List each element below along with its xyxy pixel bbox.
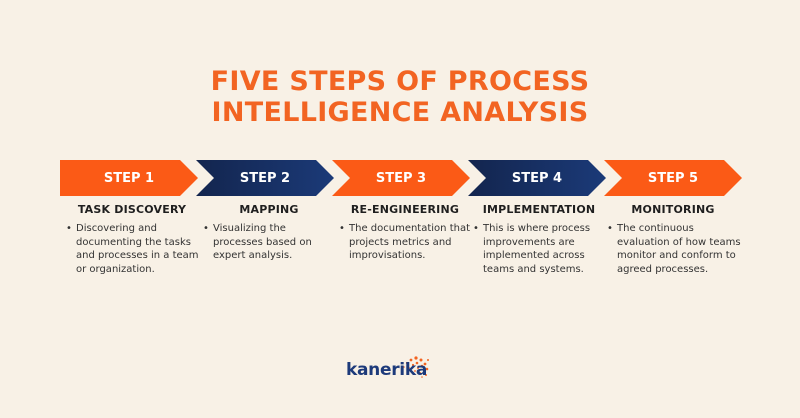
step-5-description: The continuous evaluation of how teams m… (605, 222, 741, 276)
step-5-details: MONITORING The continuous evaluation of … (605, 203, 741, 276)
step-2-description: Visualizing the processes based on exper… (201, 222, 337, 263)
step-3-label: STEP 3 (375, 170, 427, 186)
step-4-heading: IMPLEMENTATION (482, 203, 596, 216)
steps-arrow-bar: STEP 1 STEP 2 STEP 3 STEP 4 STEP 5 (60, 160, 742, 196)
step-1-label: STEP 1 (103, 170, 155, 186)
title-line-2: INTELLIGENCE ANALYSIS (211, 97, 589, 128)
step-4-label: STEP 4 (511, 170, 563, 186)
step-1-heading: TASK DISCOVERY (77, 203, 187, 216)
step-5-arrow: STEP 5 (604, 160, 742, 196)
brand-name: kanerika (346, 360, 427, 380)
step-2-arrow: STEP 2 (196, 160, 334, 196)
step-5-label: STEP 5 (647, 170, 699, 186)
step-1-description: Discovering and documenting the tasks an… (64, 222, 200, 276)
step-5-heading: MONITORING (631, 203, 715, 216)
step-2-label: STEP 2 (239, 170, 291, 186)
step-4-arrow: STEP 4 (468, 160, 606, 196)
step-4-details: IMPLEMENTATION This is where process imp… (471, 203, 607, 276)
step-3-arrow: STEP 3 (332, 160, 470, 196)
dotted-sunburst-icon (403, 356, 429, 378)
step-3-details: RE-ENGINEERING The documentation that pr… (337, 203, 473, 263)
step-3-heading: RE-ENGINEERING (350, 203, 460, 216)
step-4-description: This is where process improvements are i… (471, 222, 607, 276)
page-title: FIVE STEPS OF PROCESS INTELLIGENCE ANALY… (0, 66, 800, 128)
step-1-arrow: STEP 1 (60, 160, 198, 196)
title-line-1: FIVE STEPS OF PROCESS (210, 66, 590, 97)
kanerika-logo: kanerika (346, 354, 456, 388)
step-2-details: MAPPING Visualizing the processes based … (201, 203, 337, 263)
step-3-description: The documentation that projects metrics … (337, 222, 473, 263)
step-2-heading: MAPPING (239, 203, 299, 216)
step-1-details: TASK DISCOVERY Discovering and documenti… (64, 203, 200, 276)
